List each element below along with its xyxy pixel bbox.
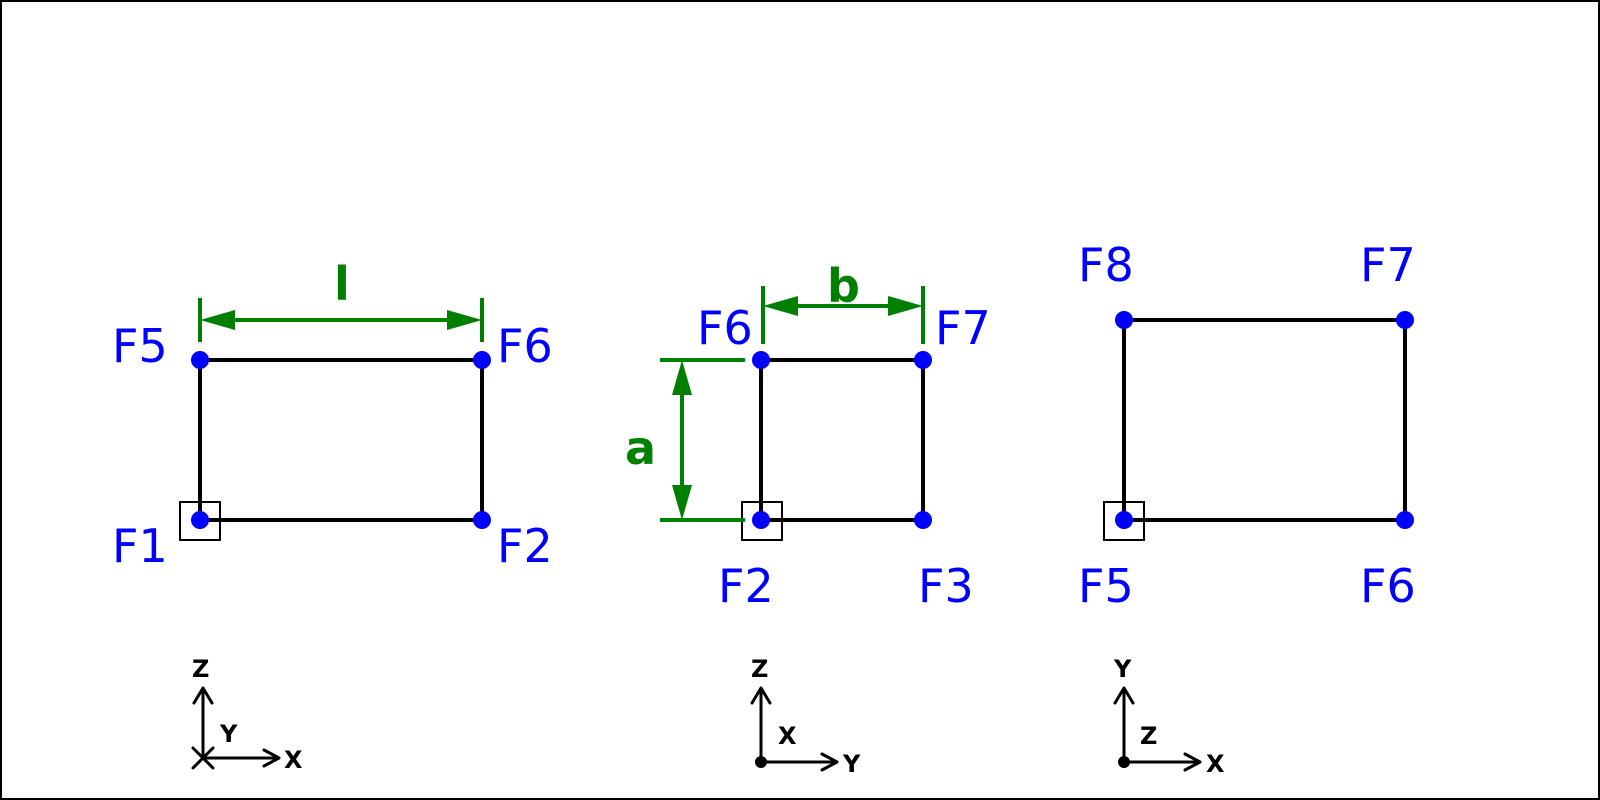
- front-view: F5 F6 F1 F2 l Z X Y: [112, 257, 553, 774]
- top-node-top-right: [1396, 311, 1414, 329]
- front-dimension-arrow-right: [447, 310, 482, 330]
- front-axis-label-vertical: Z: [192, 655, 209, 683]
- side-node-bottom-left: [752, 511, 770, 529]
- side-node-bottom-right: [914, 511, 932, 529]
- side-height-label: a: [625, 421, 656, 475]
- front-point-label-bottom-left: F1: [112, 519, 168, 573]
- top-axis-horizontal-arrow: [1183, 752, 1202, 772]
- side-width-arrow-right: [888, 296, 923, 316]
- front-point-label-bottom-right: F2: [497, 519, 553, 573]
- front-axis-horizontal-arrow: [262, 748, 281, 768]
- side-axis-label-depth: X: [778, 722, 797, 750]
- side-axis-vertical-arrow: [750, 686, 772, 705]
- top-axis-vertical-arrow: [1113, 686, 1135, 705]
- side-point-label-top-right: F7: [935, 301, 991, 355]
- top-node-bottom-right: [1396, 511, 1414, 529]
- side-axis-horizontal-arrow: [820, 752, 839, 772]
- side-point-label-bottom-left: F2: [718, 559, 774, 613]
- top-node-bottom-left: [1115, 511, 1133, 529]
- side-width-label: b: [827, 259, 860, 313]
- front-node-bottom-right: [473, 511, 491, 529]
- top-axis-label-depth: Z: [1140, 722, 1157, 750]
- top-point-label-top-left: F8: [1078, 238, 1134, 292]
- side-point-label-bottom-right: F3: [918, 559, 974, 613]
- side-node-top-right: [914, 351, 932, 369]
- top-point-label-bottom-left: F5: [1078, 559, 1134, 613]
- top-axis-label-horizontal: X: [1206, 750, 1225, 778]
- front-node-bottom-left: [191, 511, 209, 529]
- front-view-frame: [198, 358, 484, 522]
- top-point-label-top-right: F7: [1360, 238, 1416, 292]
- top-axis-label-vertical: Y: [1113, 655, 1132, 683]
- front-point-label-top-left: F5: [112, 319, 168, 373]
- side-axis-depth-marker: [755, 756, 767, 768]
- front-dimension-label: l: [334, 257, 350, 311]
- front-node-top-left: [191, 351, 209, 369]
- front-axis-vertical-arrow: [192, 686, 214, 705]
- top-view-origin-marker: [1103, 501, 1145, 541]
- top-axis-depth-marker: [1118, 756, 1130, 768]
- side-axis-label-horizontal: Y: [842, 750, 861, 778]
- top-view-frame: [1122, 318, 1407, 522]
- side-width-arrow-left: [763, 296, 798, 316]
- top-point-label-bottom-right: F6: [1360, 559, 1416, 613]
- top-node-top-left: [1115, 311, 1133, 329]
- side-point-label-top-left: F6: [697, 301, 753, 355]
- side-axis-label-vertical: Z: [751, 655, 768, 683]
- side-node-top-left: [752, 351, 770, 369]
- top-view: F8 F7 F5 F6 Y X Z: [1078, 238, 1416, 778]
- side-view: F6 F7 F2 F3 b a Z Y X: [625, 259, 991, 778]
- front-view-origin-marker: [179, 501, 221, 541]
- front-axis-label-horizontal: X: [284, 746, 303, 774]
- side-height-arrow-top: [672, 360, 692, 395]
- front-dimension-arrow-left: [200, 310, 235, 330]
- side-height-arrow-bottom: [672, 485, 692, 520]
- front-axis-label-depth: Y: [219, 720, 238, 748]
- front-axis-depth-marker: [191, 746, 215, 770]
- front-node-top-right: [473, 351, 491, 369]
- side-view-frame: [759, 358, 925, 522]
- front-point-label-top-right: F6: [497, 319, 553, 373]
